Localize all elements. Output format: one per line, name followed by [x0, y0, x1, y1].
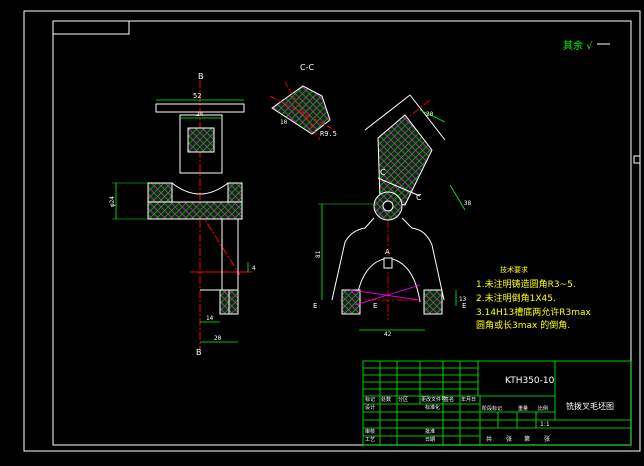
dim-inner-width: 24	[196, 111, 204, 118]
dim-base-right: 13	[459, 296, 467, 303]
inner-frame	[52, 20, 632, 446]
note-line-3: 3.14H13槽底两允许R3max	[476, 306, 592, 318]
point-e-left: E	[313, 302, 317, 310]
section-b-bottom: B	[196, 348, 202, 357]
front-view: 52 24 φ24 4 14 20 B B	[109, 72, 256, 357]
corner-label-box	[52, 20, 130, 35]
col-label-4: 签名	[444, 396, 454, 403]
row-label-1: 标记	[365, 396, 375, 403]
col-label-3: 更改文件号	[421, 396, 446, 403]
dim-cc: 10	[280, 119, 288, 126]
technical-notes: 技术要求 1.未注明铸造圆角R3~5. 2.未注明倒角1X45. 3.14H13…	[476, 265, 592, 331]
title-block	[362, 360, 632, 446]
col-label-2: 分区	[398, 396, 408, 403]
point-e-mid: E	[373, 302, 377, 310]
row-label-4: 工艺	[365, 437, 375, 443]
dim-base-width: 42	[384, 331, 392, 338]
outer-frame	[23, 10, 641, 452]
dim-top-width: 52	[193, 92, 201, 100]
notes-title: 技术要求	[500, 265, 528, 274]
scale-value: 1:1	[540, 421, 550, 428]
section-cc-title: C-C	[300, 63, 314, 72]
dim-arm: 20	[426, 111, 434, 118]
surface-finish-note: 其余 √	[563, 39, 593, 52]
fork-view: C C A 81 42 13 20 38 E E E	[313, 94, 472, 338]
section-cc-view: C-C R9.5 10	[269, 63, 337, 141]
point-a: A	[385, 248, 390, 256]
mid-label-1: 标准化	[425, 404, 440, 411]
dim-height-left: 81	[315, 250, 322, 258]
right-footer-4: 张	[544, 435, 550, 443]
note-line-2: 2.未注明倒角1X45.	[476, 292, 556, 304]
point-e-right: E	[462, 302, 466, 310]
cut-c-right: C	[416, 193, 422, 202]
col-label-5: 年月日	[461, 396, 476, 403]
dim-bottom-width: 20	[214, 335, 222, 342]
dim-arm-side: 38	[464, 200, 472, 207]
row-label-2: 设计	[365, 404, 375, 411]
col-label-1: 处数	[381, 396, 391, 403]
cut-c-left: C	[380, 168, 386, 177]
right-footer-2: 张	[506, 435, 512, 443]
note-line-4: 圆角或长3max 的倒角.	[476, 319, 570, 331]
row-label-3: 审核	[365, 428, 375, 435]
right-header-1: 阶段标记	[482, 405, 502, 412]
mid-label-3: 日期	[425, 437, 435, 443]
right-footer-3: 第	[524, 435, 530, 443]
dim-left-height: φ24	[109, 196, 116, 207]
right-marker	[633, 155, 641, 164]
radius-label: R9.5	[320, 130, 337, 138]
section-b-top: B	[198, 72, 204, 81]
dim-right-offset: 4	[252, 265, 256, 272]
note-line-1: 1.未注明铸造圆角R3~5.	[476, 278, 576, 290]
right-footer-1: 共	[486, 435, 492, 443]
drawing-number: KTH350-10	[505, 376, 555, 386]
dim-bottom-small: 14	[206, 315, 214, 322]
mid-label-2: 批准	[425, 428, 435, 435]
right-header-3: 比例	[538, 405, 548, 412]
part-name: 铣拨叉毛坯图	[566, 401, 614, 411]
right-header-2: 重量	[518, 405, 528, 412]
